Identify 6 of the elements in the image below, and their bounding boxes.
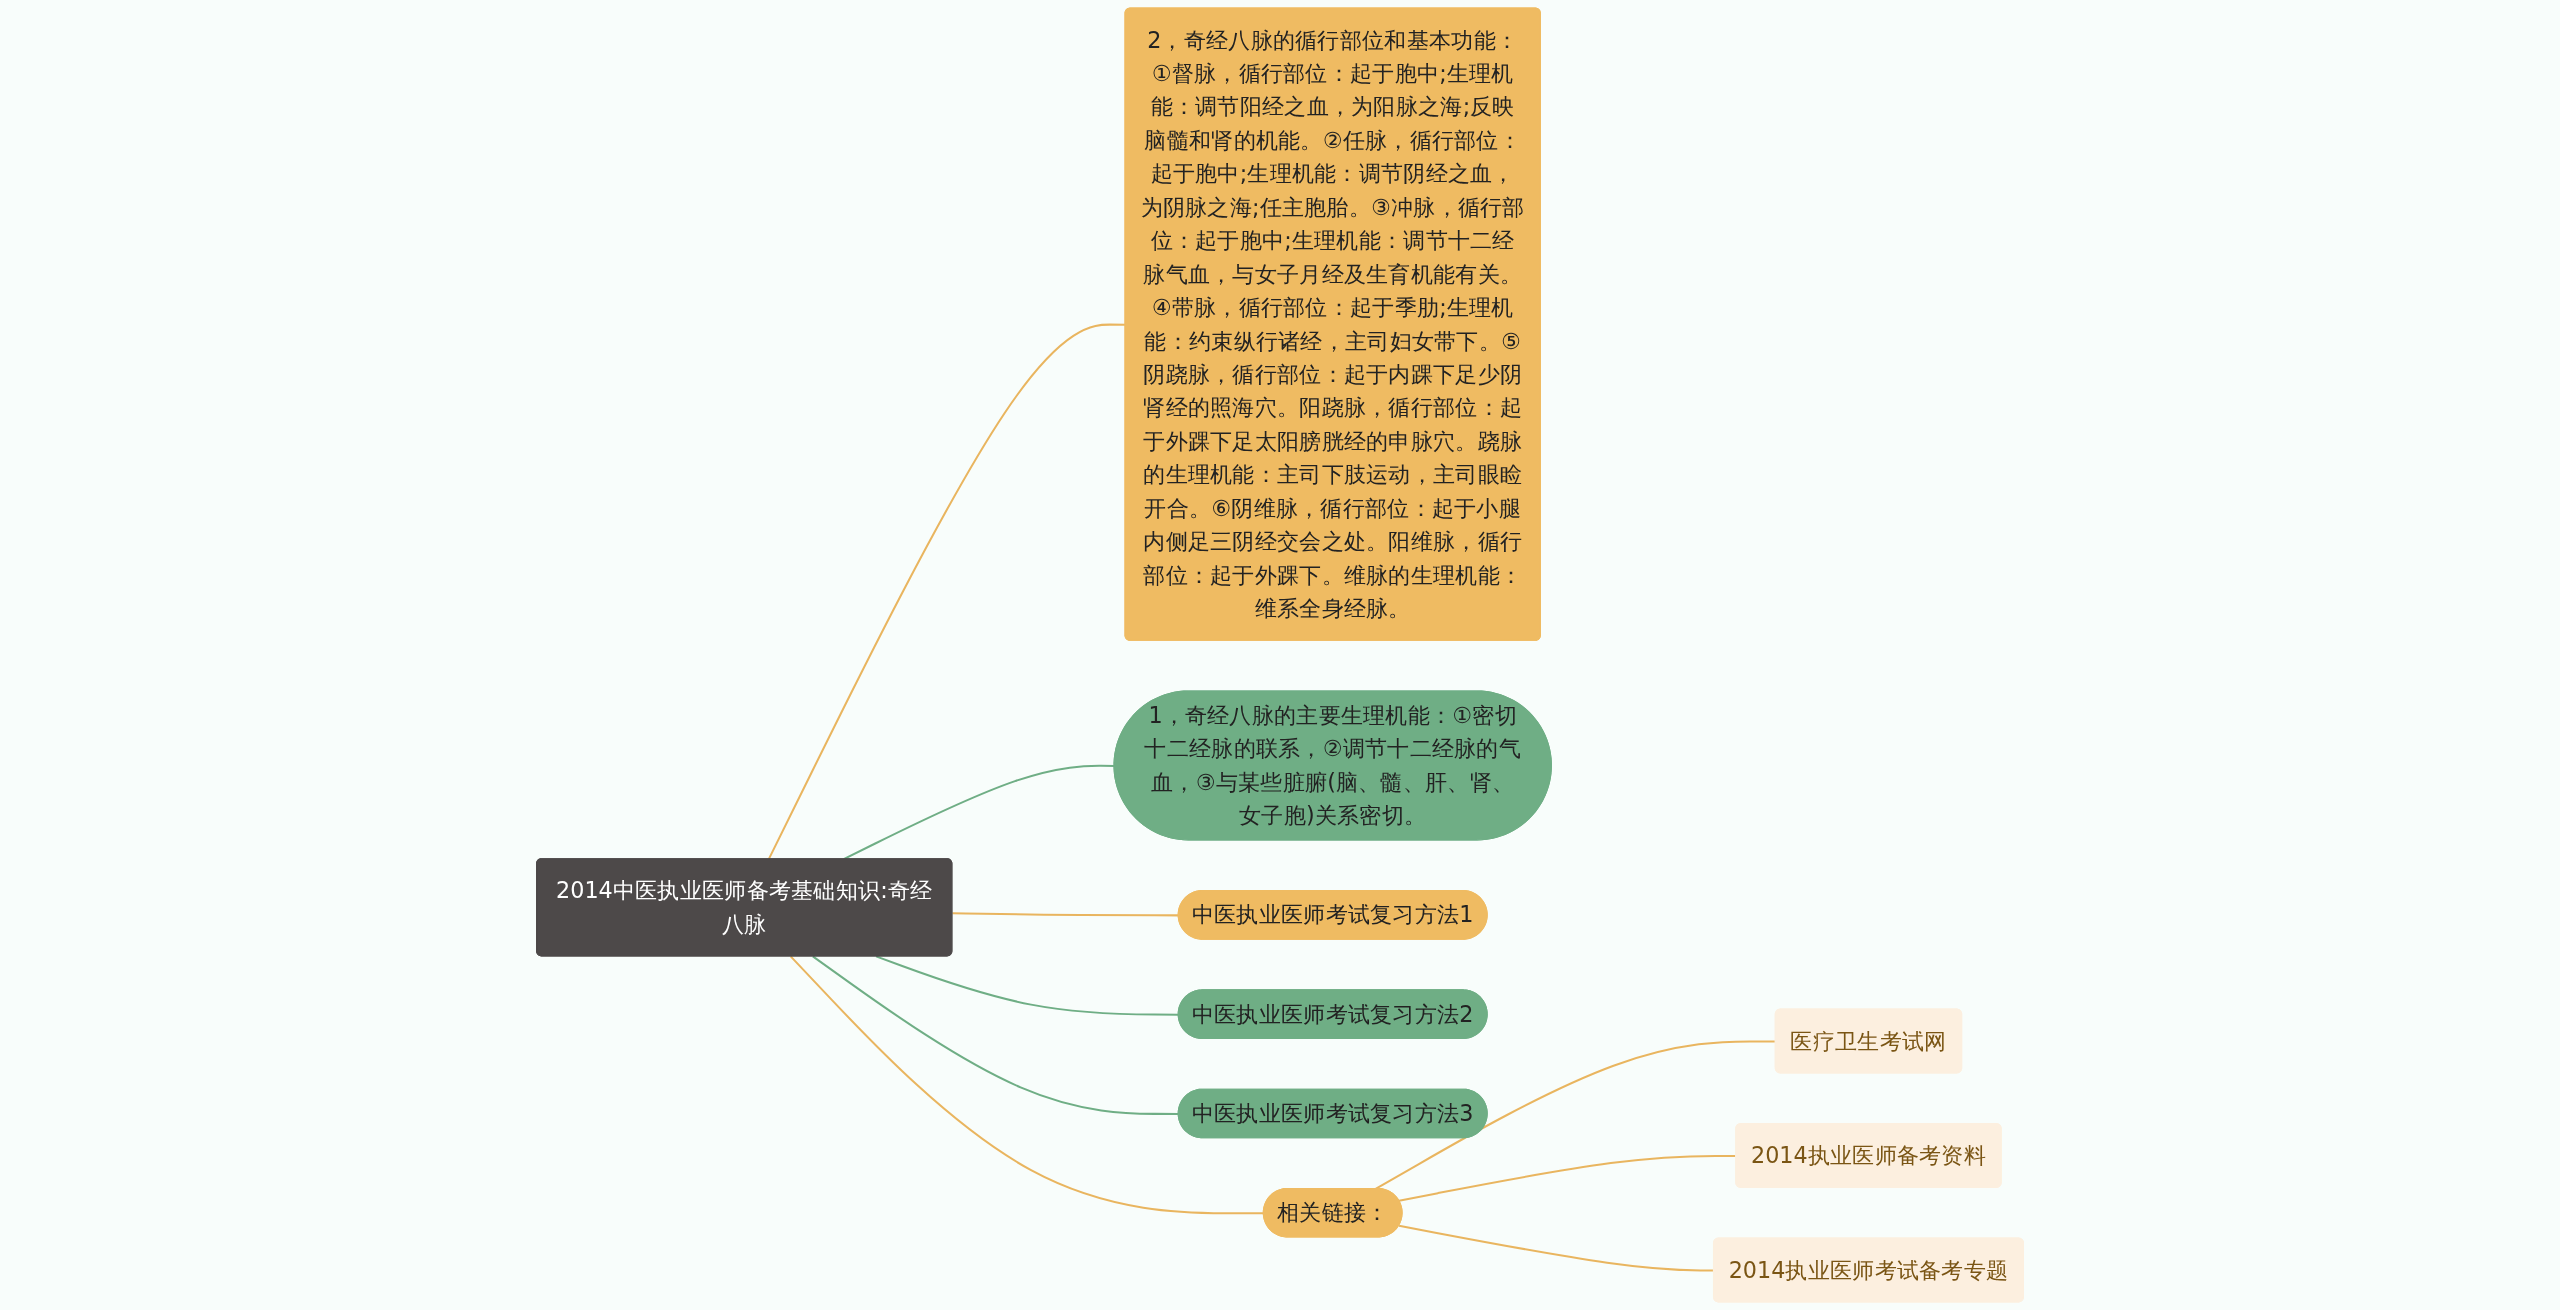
connector xyxy=(789,955,1264,1215)
connector xyxy=(1398,1224,1714,1272)
connector xyxy=(1375,1040,1776,1190)
connector xyxy=(875,955,1179,1016)
connector xyxy=(812,955,1179,1115)
connector xyxy=(952,912,1179,917)
